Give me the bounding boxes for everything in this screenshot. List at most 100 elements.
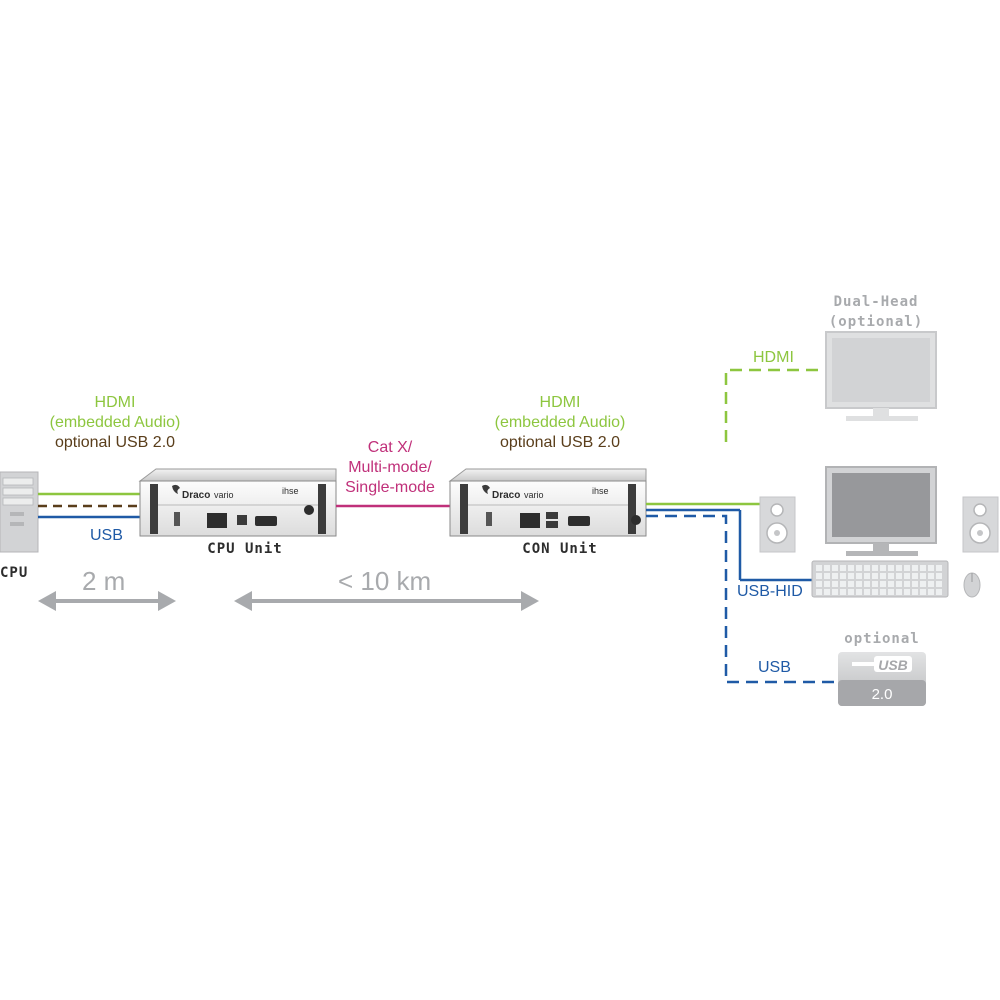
keyboard-key xyxy=(848,565,854,571)
keyboard-key xyxy=(928,581,934,587)
right-speaker xyxy=(962,496,999,553)
keyboard-key xyxy=(832,565,838,571)
keyboard-key xyxy=(896,589,902,595)
keyboard-key xyxy=(856,573,862,579)
cpu-embedded-audio-label: (embedded Audio) xyxy=(49,414,181,431)
usb-version: 2.0 xyxy=(872,686,893,703)
cpu-unit-box xyxy=(138,468,337,537)
keyboard-key xyxy=(888,581,894,587)
keyboard-key xyxy=(856,565,862,571)
keyboard-key xyxy=(832,589,838,595)
keyboard-key xyxy=(824,589,830,595)
keyboard-key xyxy=(880,589,886,595)
con-optional-usb-label: optional USB 2.0 xyxy=(499,434,621,451)
distance-short-label: 2 m xyxy=(82,566,126,596)
keyboard-key xyxy=(816,565,822,571)
keyboard-key xyxy=(936,589,942,595)
keyboard-key xyxy=(840,589,846,595)
keyboard-key xyxy=(856,589,862,595)
usb-device xyxy=(838,652,926,706)
dual-head-optional: (optional) xyxy=(828,314,924,330)
peripheral-usb-label: USB xyxy=(758,659,791,676)
keyboard-key xyxy=(872,573,878,579)
con-embedded-audio-label: (embedded Audio) xyxy=(494,414,626,431)
keyboard-key xyxy=(856,581,862,587)
keyboard-key xyxy=(904,565,910,571)
usb-hid-label: USB-HID xyxy=(737,583,803,600)
keyboard-key xyxy=(920,581,926,587)
keyboard-key xyxy=(816,581,822,587)
keyboard-key xyxy=(824,581,830,587)
con-unit-brand: Draco xyxy=(492,490,520,501)
keyboard-key xyxy=(904,573,910,579)
dual-head-hdmi-cable xyxy=(724,368,826,442)
keyboard-key xyxy=(928,565,934,571)
keyboard-key xyxy=(832,581,838,587)
keyboard-key xyxy=(864,565,870,571)
keyboard-key xyxy=(920,589,926,595)
keyboard-key xyxy=(896,565,902,571)
keyboard-key xyxy=(824,573,830,579)
keyboard-key xyxy=(816,573,822,579)
keyboard-key xyxy=(840,581,846,587)
keyboard-key xyxy=(880,573,886,579)
keyboard-key xyxy=(824,565,830,571)
keyboard-key xyxy=(872,581,878,587)
keyboard-key xyxy=(840,565,846,571)
link-singlemode-label: Single-mode xyxy=(345,479,435,496)
keyboard-key xyxy=(880,581,886,587)
keyboard-key xyxy=(848,589,854,595)
main-monitor xyxy=(825,466,937,556)
keyboard-key xyxy=(832,573,838,579)
distance-arrow-long xyxy=(234,591,539,611)
keyboard-key xyxy=(872,565,878,571)
cpu-tower xyxy=(0,471,39,553)
keyboard-key xyxy=(904,581,910,587)
con-hdmi-label: HDMI xyxy=(539,394,581,411)
keyboard-key xyxy=(864,581,870,587)
keyboard-key xyxy=(888,589,894,595)
keyboard-key xyxy=(912,573,918,579)
left-speaker xyxy=(759,496,796,553)
keyboard-key xyxy=(864,573,870,579)
dual-head-monitor xyxy=(825,331,937,421)
link-catx-label: Cat X/ xyxy=(367,439,413,456)
con-side-cables xyxy=(646,502,838,684)
keyboard-key xyxy=(896,573,902,579)
keyboard-key xyxy=(904,589,910,595)
keyboard-key xyxy=(936,573,942,579)
keyboard-key xyxy=(872,589,878,595)
cpu-unit-maker-logo: ihse xyxy=(282,486,299,496)
distance-arrow-short xyxy=(38,591,176,611)
keyboard-key xyxy=(888,573,894,579)
keyboard-key xyxy=(840,573,846,579)
keyboard-key xyxy=(920,573,926,579)
keyboard-key xyxy=(936,565,942,571)
keyboard-key xyxy=(896,581,902,587)
cpu-unit-brand: Draco xyxy=(182,490,210,501)
usb-logo: USB xyxy=(878,657,908,673)
con-unit-maker-logo: ihse xyxy=(592,486,609,496)
keyboard-key xyxy=(936,581,942,587)
con-unit-model: vario xyxy=(524,490,544,500)
keyboard xyxy=(811,560,949,598)
keyboard-key xyxy=(848,581,854,587)
distance-long-label: < 10 km xyxy=(338,566,432,596)
cpu-label: CPU xyxy=(0,565,29,581)
keyboard-key xyxy=(912,581,918,587)
cpu-unit-label: CPU Unit xyxy=(207,541,283,557)
keyboard-key xyxy=(912,565,918,571)
link-multimode-label: Multi-mode/ xyxy=(348,459,432,476)
keyboard-key xyxy=(928,573,934,579)
keyboard-key xyxy=(816,589,822,595)
keyboard-key xyxy=(880,565,886,571)
usb-device-optional-label: optional xyxy=(844,631,920,647)
keyboard-key xyxy=(848,573,854,579)
keyboard-key xyxy=(864,589,870,595)
dual-head-hdmi-label: HDMI xyxy=(753,349,794,366)
keyboard-key xyxy=(920,565,926,571)
dual-head-title: Dual-Head xyxy=(833,294,919,310)
con-unit-box xyxy=(448,468,647,537)
keyboard-key xyxy=(888,565,894,571)
cpu-unit-model: vario xyxy=(214,490,234,500)
